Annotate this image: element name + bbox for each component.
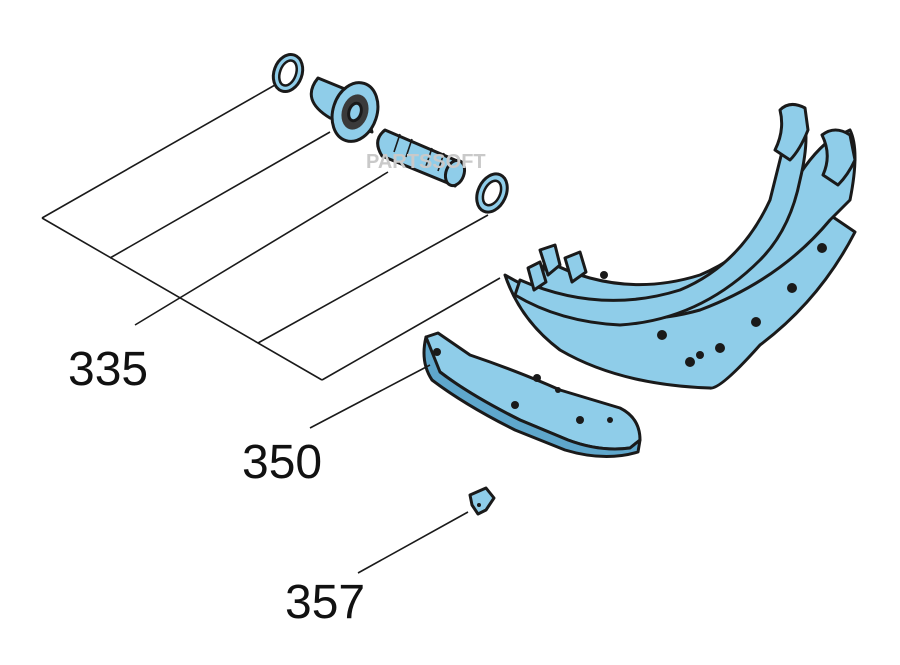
- callout-357: 357: [285, 576, 365, 629]
- plate-350: [422, 331, 642, 459]
- seal-ring-bottom: [475, 172, 509, 214]
- watermark-text: PARTSSOFT: [366, 151, 486, 173]
- callout-335: 335: [68, 343, 148, 396]
- pin: [376, 128, 467, 188]
- leader-lines: [41, 84, 501, 574]
- part-335-assembly: [271, 53, 509, 214]
- seal-ring-top: [271, 53, 305, 93]
- brake-shoe: [503, 103, 857, 390]
- roller: [309, 76, 380, 143]
- bolt-357: [468, 486, 496, 516]
- callout-350: 350: [242, 436, 322, 489]
